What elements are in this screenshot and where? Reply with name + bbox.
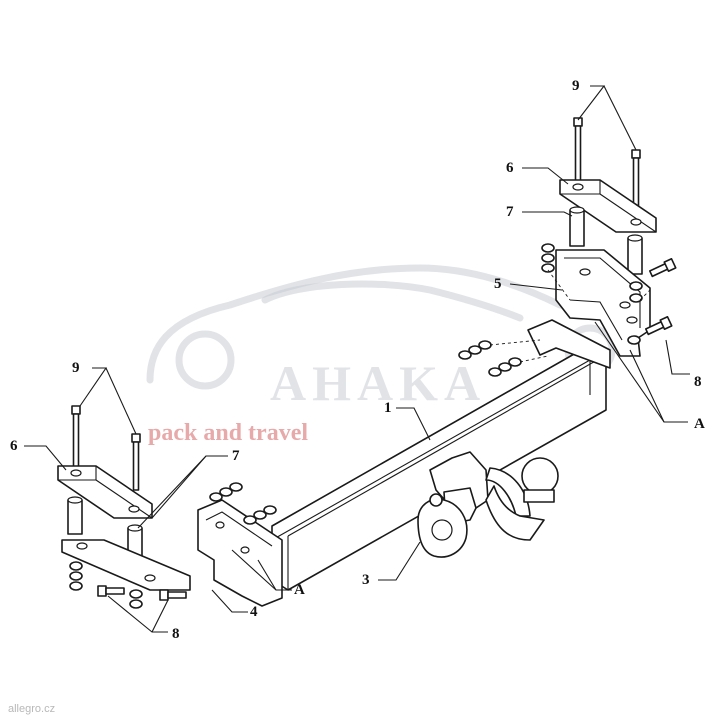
callout-1: 1 — [384, 400, 392, 416]
tow-ball-assembly — [417, 451, 559, 558]
corner-watermark: allegro.cz — [8, 703, 55, 715]
right-bolt-8b — [644, 315, 673, 336]
beam-right-endplate — [527, 319, 611, 369]
left-bolt-8a — [97, 585, 125, 597]
right-bracket-group — [541, 117, 677, 357]
left-bracket-group — [57, 405, 191, 609]
right-spacer-7a — [569, 206, 585, 247]
left-spacer-7a — [67, 496, 83, 535]
left-bolt-8b — [159, 589, 187, 601]
left-washer-stack — [69, 561, 143, 609]
callout-7-left: 7 — [232, 448, 240, 464]
callout-6-right: 6 — [506, 160, 514, 176]
callout-4: 4 — [250, 604, 258, 620]
callout-8-right: 8 — [694, 374, 702, 390]
callout-a-left: A — [294, 582, 305, 598]
callout-3: 3 — [362, 572, 370, 588]
leader-lines — [24, 85, 690, 633]
right-bolt-8a — [648, 257, 677, 278]
beam-right-nuts — [458, 340, 522, 377]
watermark-car-roofline — [261, 280, 524, 322]
right-nut-stack-upper — [541, 243, 555, 273]
callout-6-left: 6 — [10, 438, 18, 454]
right-bolt-9a — [573, 117, 583, 185]
left-nut-row — [209, 482, 277, 525]
watermark-tagline: pack and travel — [148, 420, 308, 446]
left-bracket-lower — [61, 539, 191, 591]
callout-a-right: A — [694, 416, 705, 432]
left-bolt-9a — [71, 405, 81, 471]
right-bolt-9b — [631, 149, 641, 211]
right-washers — [627, 281, 643, 345]
right-spacer-7b — [627, 234, 643, 275]
left-bolt-9b — [131, 433, 141, 491]
watermark-car-wheel-front — [175, 330, 235, 390]
callout-9-left: 9 — [72, 360, 80, 376]
callout-8-left: 8 — [172, 626, 180, 642]
tow-ball-neck — [485, 467, 531, 517]
tow-ball-arm — [485, 485, 545, 541]
left-mount-plate-4 — [197, 482, 283, 607]
tow-ball — [521, 457, 559, 495]
callout-5: 5 — [494, 276, 502, 292]
right-bracket-5 — [555, 249, 651, 357]
callout-7-right: 7 — [506, 204, 514, 220]
watermark-brand: AHAKA — [270, 355, 486, 411]
tow-ball-collar — [523, 489, 555, 503]
callout-9-right: 9 — [572, 78, 580, 94]
callout-labels: 9 6 7 5 8 A 1 3 4 A 9 6 7 8 — [10, 78, 705, 642]
